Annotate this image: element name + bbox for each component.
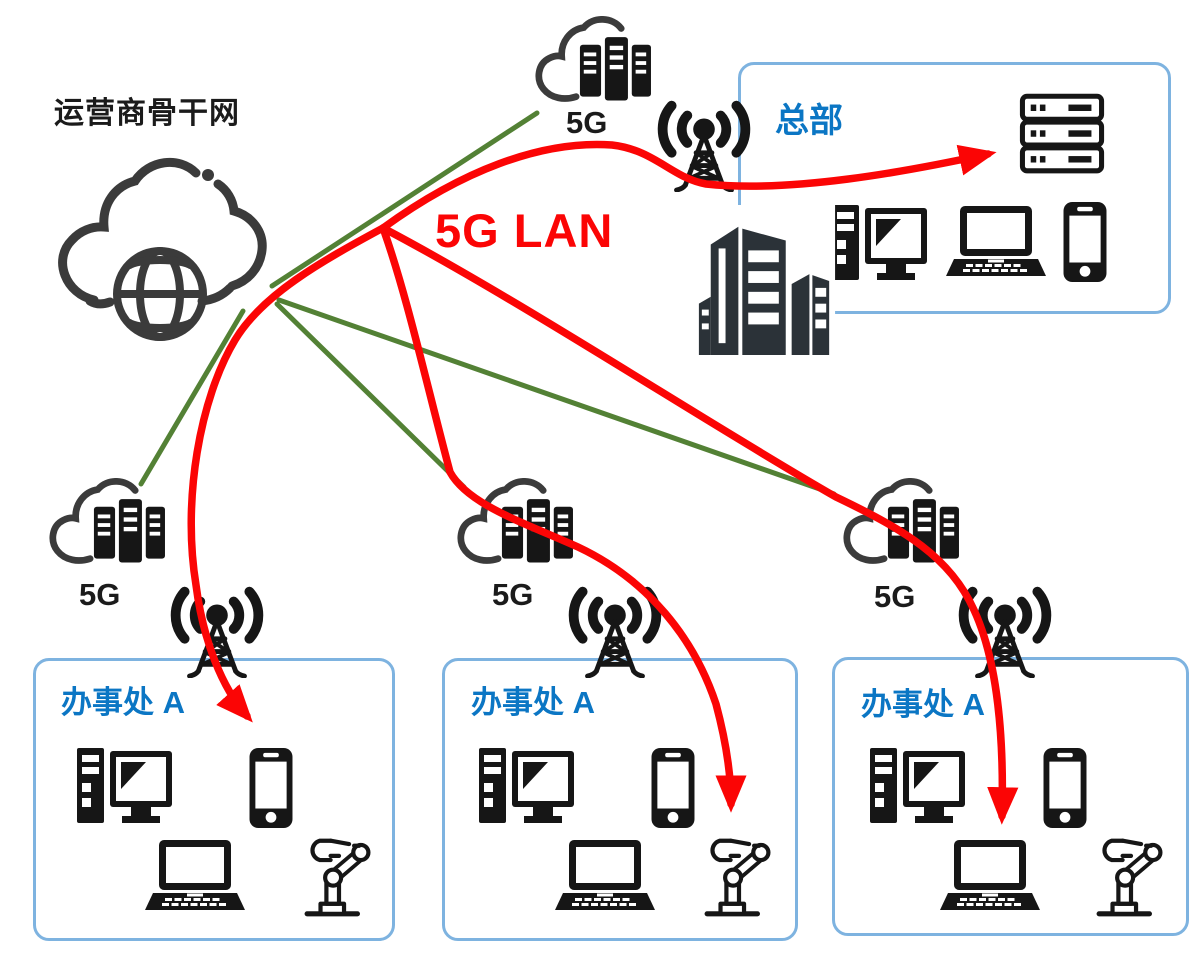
robot-arm-icon-2 bbox=[696, 834, 782, 918]
office-label-2: 办事处 A bbox=[471, 685, 595, 720]
backbone-cloud-icon bbox=[50, 148, 270, 353]
green-link-office-2 bbox=[274, 301, 467, 490]
phone-icon-hq bbox=[1060, 200, 1110, 284]
cell-tower-icon-1 bbox=[158, 576, 276, 678]
robot-arm-icon-1 bbox=[296, 834, 382, 918]
server-stack-icon bbox=[1016, 90, 1108, 178]
cell-tower-icon-2 bbox=[556, 576, 674, 678]
backbone-label: 运营商骨干网 bbox=[54, 97, 240, 130]
phone-icon-3 bbox=[1040, 746, 1090, 830]
lan-label: 5G LAN bbox=[435, 204, 614, 257]
desktop-icon-3 bbox=[866, 746, 968, 826]
desktop-icon-hq bbox=[828, 203, 930, 283]
robot-arm-icon-3 bbox=[1088, 834, 1174, 918]
tech-label-1: 5G bbox=[79, 577, 121, 612]
tech-label-2: 5G bbox=[492, 577, 534, 612]
headquarters-label: 总部 bbox=[775, 102, 843, 140]
cell-tower-icon-hq bbox=[645, 90, 763, 192]
phone-icon-2 bbox=[648, 746, 698, 830]
cell-tower-icon-3 bbox=[946, 576, 1064, 678]
edge-cloud-server-icon-hq bbox=[528, 16, 653, 112]
laptop-icon-2 bbox=[555, 840, 655, 912]
edge-cloud-server-icon-1 bbox=[42, 478, 167, 574]
edge-cloud-server-icon-3 bbox=[836, 478, 961, 574]
laptop-icon-1 bbox=[145, 840, 245, 912]
green-link-hq bbox=[269, 110, 540, 289]
office-label-1: 办事处 A bbox=[61, 685, 185, 720]
desktop-icon-1 bbox=[73, 746, 175, 826]
building-icon bbox=[696, 205, 836, 355]
laptop-icon-3 bbox=[940, 840, 1040, 912]
phone-icon-1 bbox=[246, 746, 296, 830]
office-label-3: 办事处 A bbox=[861, 687, 985, 722]
tech-label-3: 5G bbox=[874, 579, 916, 614]
edge-cloud-server-icon-2 bbox=[450, 478, 575, 574]
tech-label-hq: 5G bbox=[566, 105, 608, 140]
laptop-icon-hq bbox=[946, 206, 1046, 278]
desktop-icon-2 bbox=[475, 746, 577, 826]
